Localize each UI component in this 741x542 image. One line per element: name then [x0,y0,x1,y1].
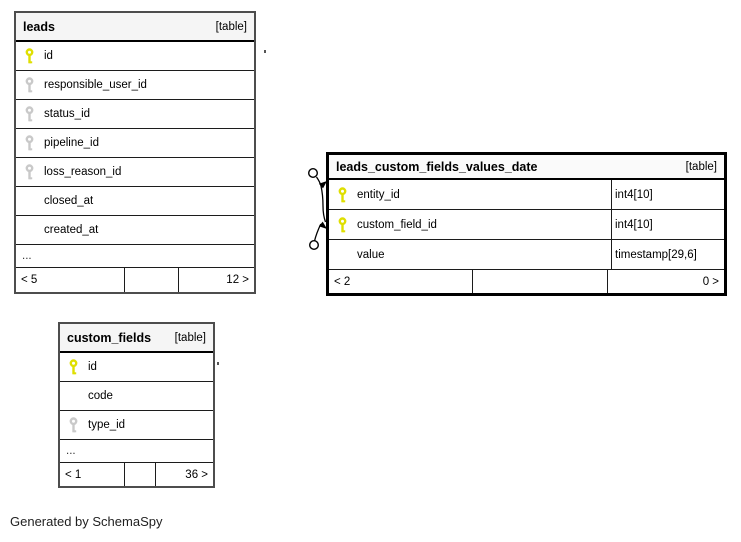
column-name: responsible_user_id [44,79,147,91]
footer-middle-cell [472,270,607,293]
column-name: custom_field_id [357,218,437,231]
table-leads-footer: < 5 12 > [16,268,254,292]
table-custom-fields: custom_fields [table] id code type_id ..… [58,322,215,488]
column-row-status-id[interactable]: status_id [16,100,254,129]
footer-parents-count: < 2 [334,275,351,288]
column-name: id [44,50,53,62]
table-lcfvd-footer: < 2 0 > [329,270,724,293]
table-name: leads [23,19,55,34]
table-type-badge: [table] [174,331,206,344]
column-name: id [88,361,97,373]
column-name: loss_reason_id [44,166,122,178]
edge-to-custom-field-id [308,221,327,250]
column-row-pipeline-id[interactable]: pipeline_id [16,129,254,158]
zero-cardinality-circle-icon [308,239,320,250]
arrowhead-icon [318,181,327,189]
column-name: status_id [44,108,91,120]
edge-stub [264,50,266,53]
ellipsis-row: ... [60,440,213,463]
table-name: leads_custom_fields_values_date [336,159,538,174]
index-key-icon [16,77,42,93]
ellipsis-row: ... [16,245,254,268]
footer-middle-cell [124,268,178,292]
table-lcfvd-header[interactable]: leads_custom_fields_values_date [table] [329,155,724,180]
edge-to-entity-id [307,167,327,223]
table-leads-header[interactable]: leads [table] [16,13,254,42]
column-row-closed-at[interactable]: closed_at [16,187,254,216]
column-name: code [88,390,113,402]
table-type-badge: [table] [685,160,717,173]
index-key-icon [16,135,42,151]
column-type: int4[10] [611,180,724,209]
index-key-icon [16,164,42,180]
column-name: pipeline_id [44,137,99,149]
footer-parents-count: < 5 [21,274,38,286]
primary-key-icon [329,186,355,203]
column-name: entity_id [357,188,400,201]
generated-by-text: Generated by SchemaSpy [10,514,163,529]
column-name: closed_at [44,195,94,207]
footer-parents-count: < 1 [65,468,82,481]
table-type-badge: [table] [215,20,247,33]
column-row-responsible-user-id[interactable]: responsible_user_id [16,71,254,100]
table-name: custom_fields [67,330,152,345]
primary-key-icon [16,48,42,64]
table-custom-fields-footer: < 1 36 > [60,463,213,486]
column-type: int4[10] [611,210,724,239]
column-row-type-id[interactable]: type_id [60,411,213,440]
column-row-id[interactable]: id [60,353,213,382]
column-name: created_at [44,224,99,236]
primary-key-icon [329,216,355,233]
column-row-custom-field-id[interactable]: custom_field_id int4[10] [329,210,724,240]
column-type: timestamp[29,6] [611,240,724,269]
table-leads: leads [table] id responsible_user_id sta… [14,11,256,294]
column-row-entity-id[interactable]: entity_id int4[10] [329,180,724,210]
column-name: type_id [88,419,126,431]
relationship-edges [307,167,327,250]
column-name: value [357,248,385,261]
primary-key-icon [60,359,86,375]
table-leads-custom-fields-values-date: leads_custom_fields_values_date [table] … [326,152,727,296]
column-row-created-at[interactable]: created_at [16,216,254,245]
column-row-code[interactable]: code [60,382,213,411]
column-row-value[interactable]: value timestamp[29,6] [329,240,724,270]
column-row-id[interactable]: id [16,42,254,71]
index-key-icon [60,417,86,433]
edge-stub [217,362,219,365]
footer-children-count: 12 > [178,268,254,292]
zero-cardinality-circle-icon [307,167,319,179]
ellipsis-text: ... [66,445,76,457]
footer-children-count: 0 > [607,270,724,293]
table-custom-fields-header[interactable]: custom_fields [table] [60,324,213,353]
column-row-loss-reason-id[interactable]: loss_reason_id [16,158,254,187]
ellipsis-text: ... [22,250,32,262]
footer-middle-cell [124,463,155,486]
arrowhead-icon [318,221,327,229]
index-key-icon [16,106,42,122]
footer-children-count: 36 > [155,463,213,486]
